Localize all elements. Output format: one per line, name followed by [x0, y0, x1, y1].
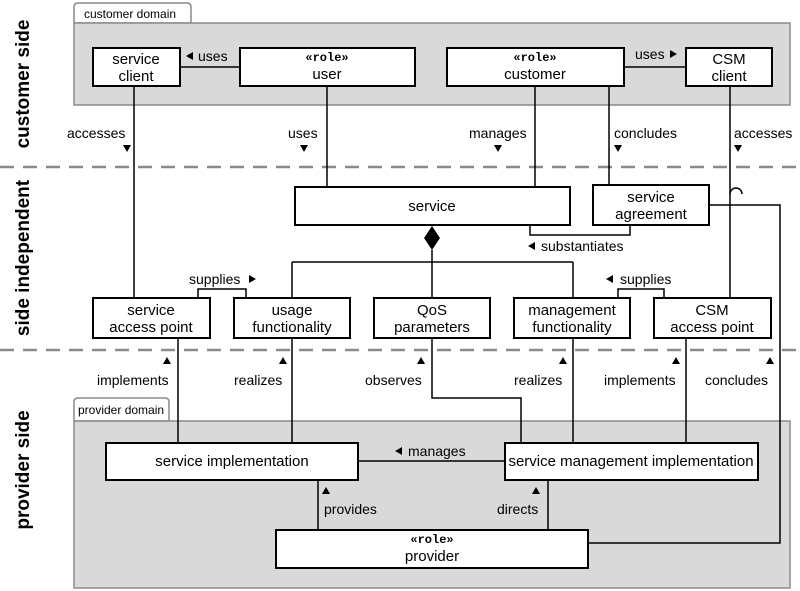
relation-implements-right: implements	[604, 357, 680, 388]
relation-provides: provides	[322, 487, 377, 517]
composition-diamond	[424, 226, 440, 250]
box-usage-functionality-line2: functionality	[252, 319, 332, 336]
relation-supplies-left-label: supplies	[189, 271, 240, 287]
relation-manages-top: manages	[469, 125, 527, 152]
box-csm-access-point-line2: access point	[670, 319, 754, 336]
box-service-client-line1: service	[112, 51, 160, 68]
box-user-label: user	[312, 66, 341, 83]
relation-substantiates: substantiates	[528, 238, 624, 254]
relation-uses-left-label: uses	[198, 48, 228, 64]
box-service: service	[294, 186, 571, 226]
relation-accesses-right-label: accesses	[734, 125, 792, 141]
box-management-functionality-line1: management	[528, 302, 616, 319]
box-customer-stereotype: «role»	[513, 51, 556, 65]
relation-implements-left: implements	[97, 357, 171, 388]
box-customer-label: customer	[504, 66, 566, 83]
box-csm-client-line2: client	[711, 68, 747, 85]
box-service-agreement-line1: service	[627, 189, 675, 206]
box-management-functionality: management functionality	[513, 297, 631, 339]
relation-concludes-top-label: concludes	[614, 125, 677, 141]
relation-substantiates-label: substantiates	[541, 238, 624, 254]
relation-uses-right-label: uses	[635, 46, 665, 62]
relation-directs-label: directs	[497, 501, 538, 517]
box-usage-functionality-line1: usage	[272, 302, 313, 319]
relation-implements-left-label: implements	[97, 372, 169, 388]
relation-accesses-left: accesses	[67, 125, 131, 152]
relation-uses-right: uses	[635, 46, 677, 62]
box-service-agreement: service agreement	[592, 184, 710, 226]
box-service-implementation-label: service implementation	[155, 453, 308, 470]
box-service-management-implementation: service management implementation	[504, 442, 759, 481]
box-qos-parameters-line2: parameters	[394, 319, 470, 336]
side-label-provider: provider side	[13, 410, 34, 529]
relation-uses-left: uses	[186, 48, 228, 64]
box-user: «role» user	[239, 47, 416, 87]
relation-uses-mid: uses	[288, 125, 318, 152]
box-qos-parameters-line1: QoS	[417, 302, 447, 319]
box-service-implementation: service implementation	[105, 442, 359, 481]
relation-supplies-left: supplies	[189, 271, 256, 287]
relation-observes: observes	[365, 357, 425, 388]
box-user-stereotype: «role»	[305, 51, 348, 65]
provider-domain-label: provider domain	[78, 403, 164, 417]
box-customer: «role» customer	[446, 47, 625, 87]
box-provider-label: provider	[405, 548, 459, 565]
side-label-customer: customer side	[13, 20, 34, 149]
box-provider-stereotype: «role»	[410, 533, 453, 547]
relation-supplies-right: supplies	[606, 271, 671, 287]
relation-concludes-top: concludes	[614, 125, 677, 152]
side-label-independent: side independent	[13, 179, 34, 336]
relation-concludes-bottom-label: concludes	[705, 372, 768, 388]
box-service-agreement-line2: agreement	[615, 206, 688, 223]
relation-realizes-right: realizes	[514, 357, 567, 388]
box-management-functionality-line2: functionality	[532, 319, 612, 336]
box-service-access-point-line1: service	[127, 302, 175, 319]
box-service-client-line2: client	[118, 68, 154, 85]
relation-manages-bottom: manages	[395, 443, 466, 459]
box-qos-parameters: QoS parameters	[373, 297, 491, 339]
box-csm-access-point-line1: CSM	[695, 302, 728, 319]
relation-concludes-bottom: concludes	[705, 357, 774, 388]
relation-accesses-left-label: accesses	[67, 125, 125, 141]
relation-implements-right-label: implements	[604, 372, 676, 388]
relation-supplies-right-label: supplies	[620, 271, 671, 287]
relation-observes-label: observes	[365, 372, 422, 388]
relation-manages-top-label: manages	[469, 125, 527, 141]
box-csm-access-point: CSM access point	[653, 297, 772, 339]
box-csm-client: CSM client	[685, 47, 773, 87]
relation-realizes-right-label: realizes	[514, 372, 562, 388]
connectors	[133, 66, 781, 544]
customer-domain: customer domain	[73, 2, 791, 106]
relation-realizes-left: realizes	[234, 357, 287, 388]
relation-accesses-right: accesses	[734, 125, 792, 152]
relation-directs: directs	[497, 487, 540, 517]
relation-realizes-left-label: realizes	[234, 372, 282, 388]
relation-provides-label: provides	[324, 501, 377, 517]
relation-manages-bottom-label: manages	[408, 443, 466, 459]
box-csm-client-line1: CSM	[712, 51, 745, 68]
box-service-label: service	[408, 198, 456, 215]
box-service-client: service client	[92, 47, 181, 87]
box-usage-functionality: usage functionality	[233, 297, 351, 339]
box-service-management-implementation-label: service management implementation	[508, 453, 753, 470]
relation-uses-mid-label: uses	[288, 125, 318, 141]
box-service-access-point: service access point	[92, 297, 211, 339]
box-service-access-point-line2: access point	[109, 319, 193, 336]
customer-domain-label: customer domain	[84, 7, 176, 21]
box-provider: «role» provider	[275, 529, 589, 569]
